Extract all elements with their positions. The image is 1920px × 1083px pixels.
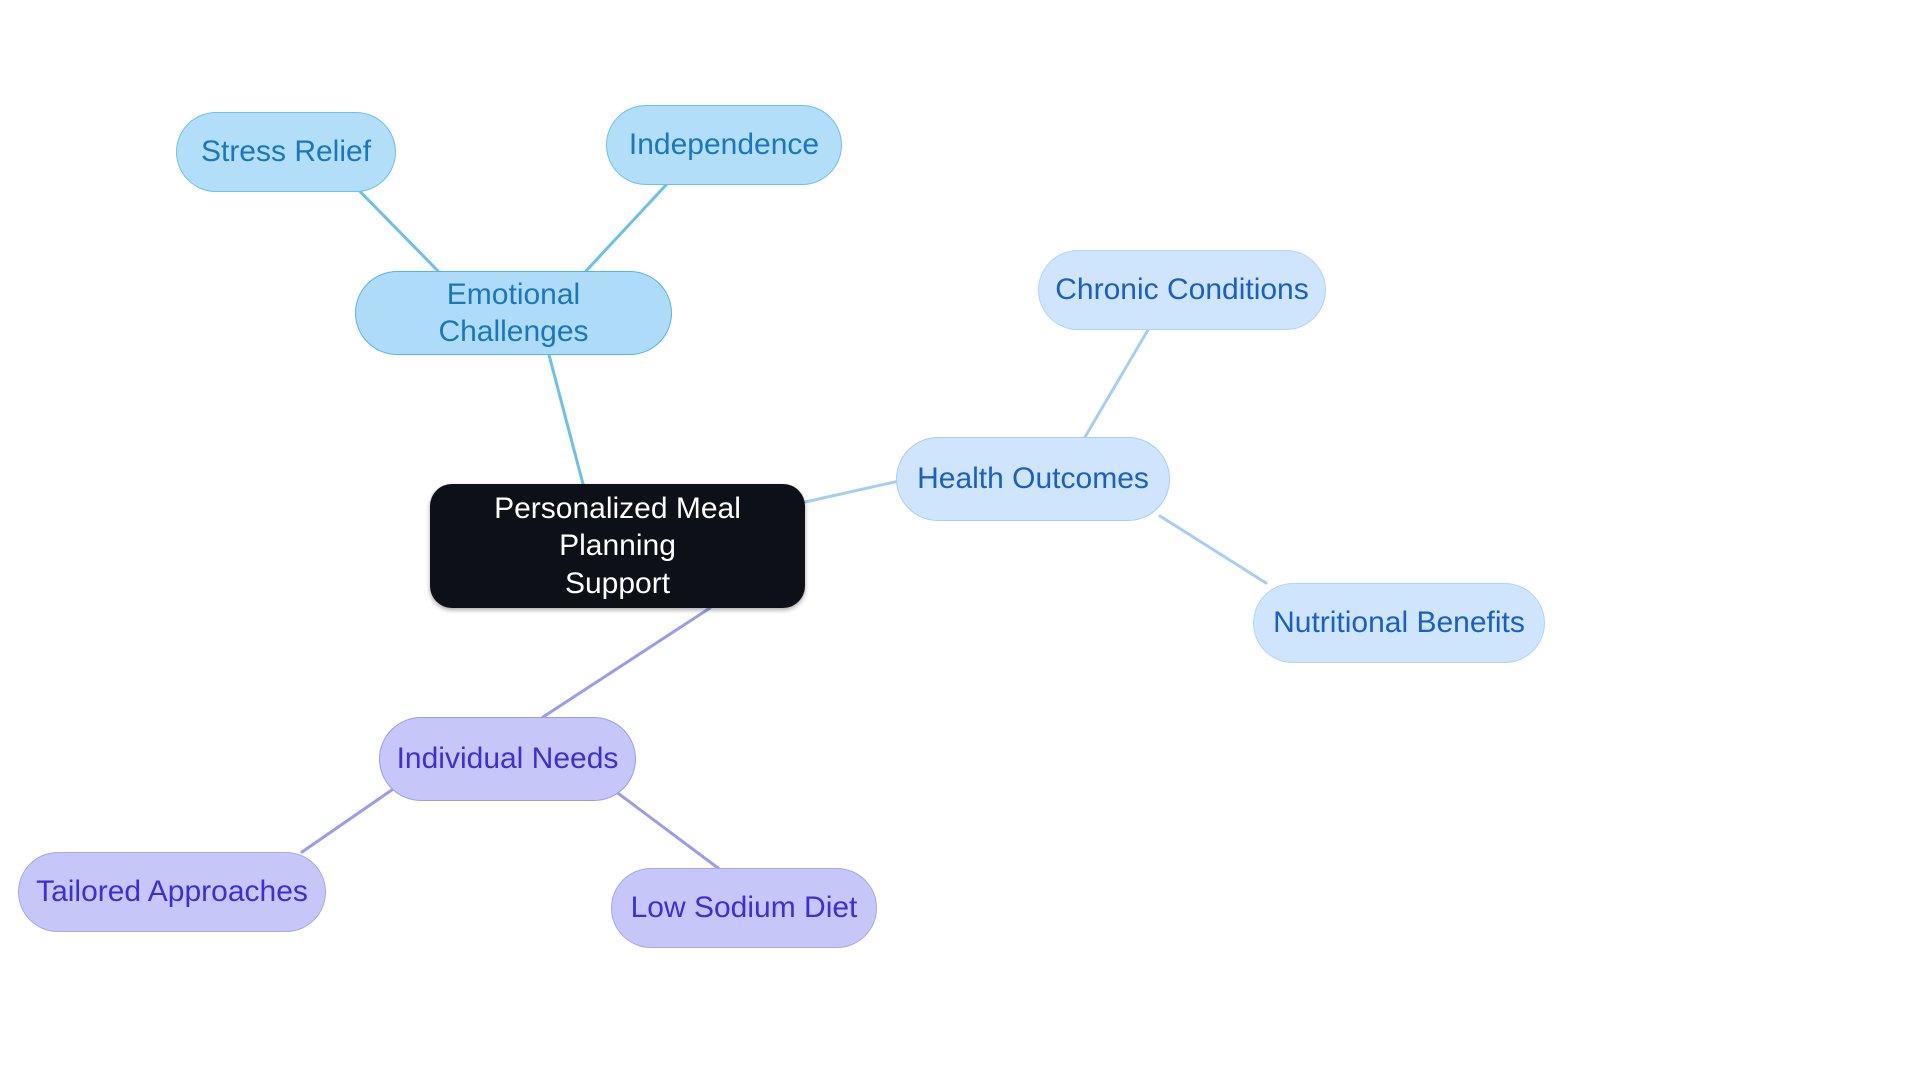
node-emotional-challenges[interactable]: Emotional Challenges — [355, 271, 672, 355]
edge-root-individual — [541, 606, 712, 719]
edge-individual-lowsodium — [605, 783, 720, 870]
node-root[interactable]: Personalized Meal Planning Support — [430, 484, 805, 608]
node-health-outcomes[interactable]: Health Outcomes — [896, 437, 1170, 521]
node-stress-relief[interactable]: Stress Relief — [176, 112, 396, 192]
node-chronic-conditions[interactable]: Chronic Conditions — [1038, 250, 1326, 330]
node-individual-needs[interactable]: Individual Needs — [379, 717, 636, 801]
edge-emotional-independence — [584, 168, 682, 273]
node-low-sodium-diet[interactable]: Low Sodium Diet — [611, 868, 877, 948]
node-nutritional-benefits[interactable]: Nutritional Benefits — [1253, 583, 1545, 663]
edge-health-nutritional — [1158, 514, 1268, 585]
edge-root-health — [803, 477, 910, 504]
node-independence[interactable]: Independence — [606, 105, 842, 185]
edge-individual-tailored — [300, 783, 401, 854]
node-tailored-approaches[interactable]: Tailored Approaches — [18, 852, 326, 932]
edge-health-chronic — [1083, 316, 1157, 439]
